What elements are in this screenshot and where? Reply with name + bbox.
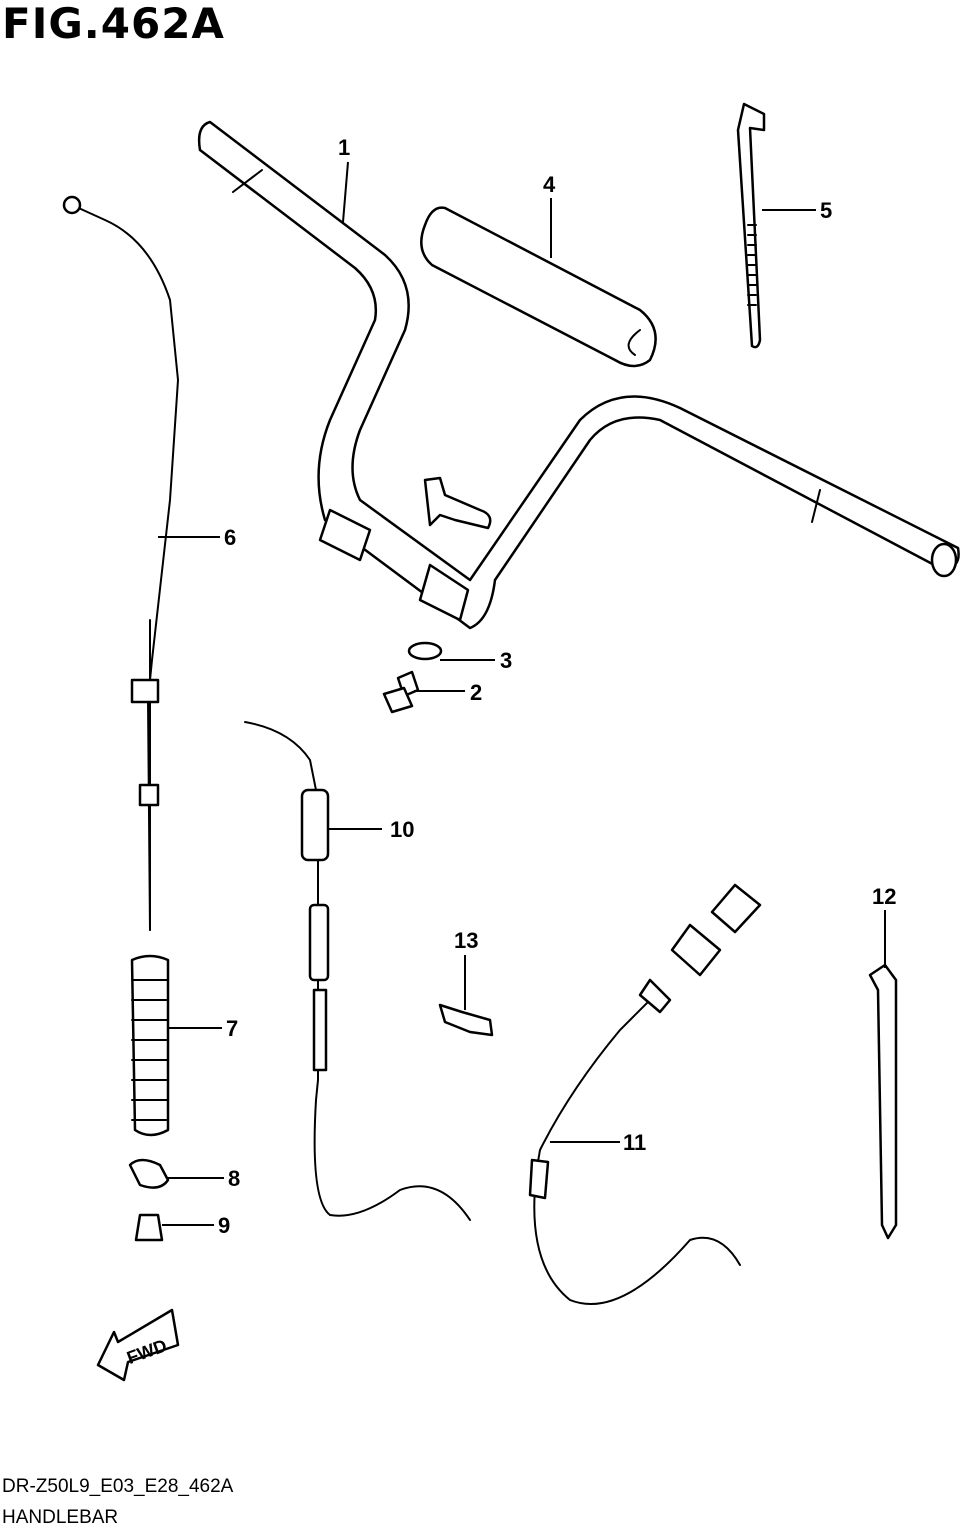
choke-cable-part[interactable] [528,883,762,1305]
leader-lines [158,161,886,1226]
control-cable-10-part[interactable] [244,721,471,1221]
callout-10: 10 [390,817,414,842]
callout-4: 4 [543,172,556,197]
tie-band-part[interactable] [736,102,766,349]
grommet-part[interactable] [134,1213,164,1242]
cable-tie-part[interactable] [868,963,898,1240]
callout-6: 6 [224,525,236,550]
bolt-part[interactable] [382,670,420,714]
callout-labels: 1 2 3 4 5 6 7 8 9 10 11 12 13 [218,135,896,1238]
fwd-arrow-icon: FWD [96,1308,180,1382]
callout-12: 12 [872,884,896,909]
callout-11: 11 [623,1130,646,1155]
callout-1: 1 [338,135,350,160]
cap-part[interactable] [128,1158,170,1189]
figure-name: HANDLEBAR [2,1507,119,1528]
clamp-part[interactable] [438,1003,494,1037]
callout-2: 2 [470,680,482,705]
washer-part[interactable] [407,641,443,661]
boot-part[interactable] [130,954,170,1137]
handlebar-part[interactable] [197,120,960,630]
callout-5: 5 [820,198,832,223]
throttle-cable-part[interactable] [62,195,180,931]
callout-8: 8 [228,1166,240,1191]
figure-code: DR-Z50L9_E03_E28_462A [2,1476,234,1497]
callout-9: 9 [218,1213,230,1238]
handlebar-pad-part[interactable] [420,206,657,368]
callout-7: 7 [226,1016,238,1041]
callout-13: 13 [454,928,478,953]
callout-3: 3 [500,648,512,673]
figure-title: FIG.462A [2,0,225,48]
